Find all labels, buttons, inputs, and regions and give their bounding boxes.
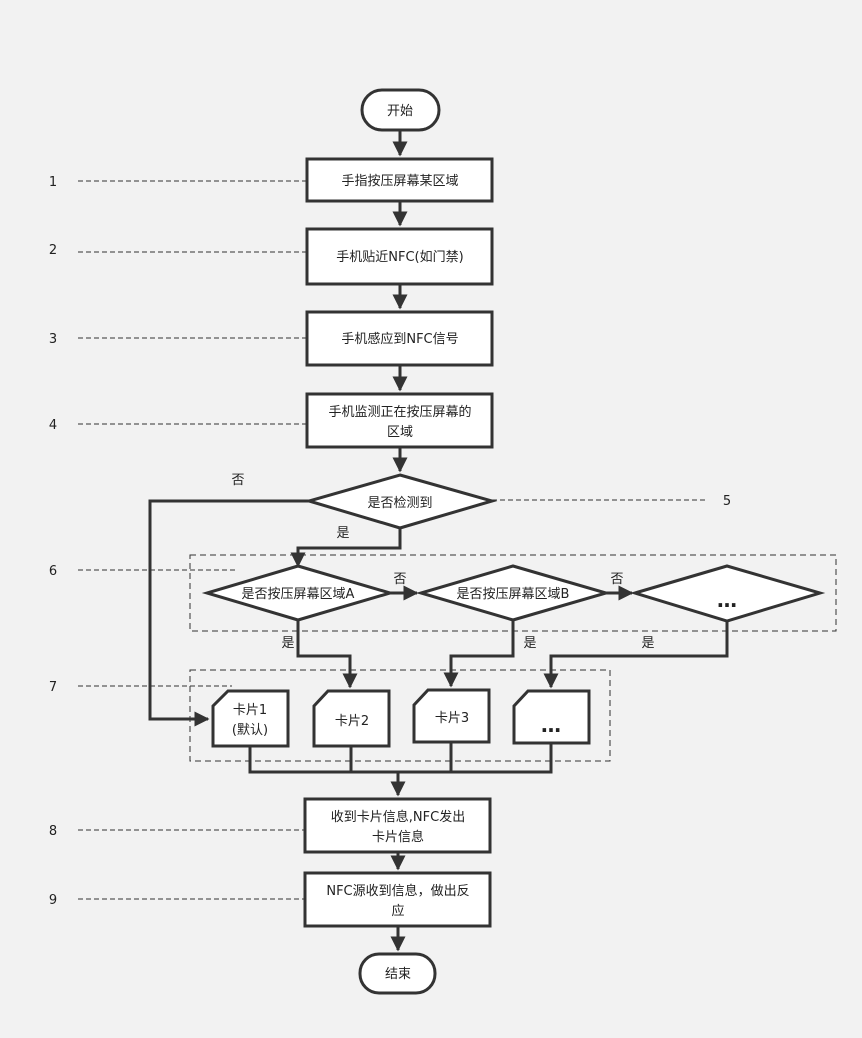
process-step-3 (305, 310, 494, 367)
decision-more-label: … (717, 588, 737, 612)
card-1-label-line1: 卡片1 (233, 703, 267, 718)
decision-area-a (201, 564, 396, 622)
start-label: 开始 (387, 104, 413, 119)
decision-detect (303, 473, 498, 530)
end-label: 结束 (385, 967, 411, 982)
process-step-9 (303, 871, 492, 928)
step-number-6: 6 (49, 564, 57, 579)
card-more-label: … (541, 713, 561, 737)
step-numbers: 1 2 3 4 5 6 7 8 9 (49, 175, 731, 908)
step-4-label-line1: 手机监测正在按压屏幕的 (328, 404, 471, 420)
card-more (512, 689, 591, 745)
step-4-label-line2: 区域 (387, 425, 413, 440)
decision-area-b (415, 564, 612, 622)
branch-label-detect-yes: 是 (336, 526, 349, 541)
step-number-1: 1 (49, 175, 57, 190)
branch-label-a-yes: 是 (281, 636, 294, 651)
step-number-3: 3 (49, 332, 57, 347)
card-1-label-line2: (默认) (232, 722, 268, 738)
process-step-8 (303, 797, 492, 854)
start-terminator (360, 88, 441, 132)
step-8-label-line2: 卡片信息 (372, 829, 424, 845)
branch-label-b-no: 否 (610, 572, 623, 587)
step-number-5: 5 (723, 494, 731, 509)
card-2 (312, 689, 391, 748)
step-number-9: 9 (49, 893, 57, 908)
step-number-2: 2 (49, 243, 57, 258)
step-1-label: 手指按压屏幕某区域 (341, 174, 458, 189)
card-group-frame (189, 669, 611, 762)
step-number-8: 8 (49, 824, 57, 839)
decision-area-a-label: 是否按压屏幕区域A (242, 587, 355, 602)
card-2-label: 卡片2 (335, 714, 369, 729)
flow-connectors (148, 130, 729, 952)
step-9-label-line1: NFC源收到信息，做出反 (326, 883, 469, 899)
branch-label-detect-no: 否 (231, 473, 244, 488)
step-9-label-line2: 应 (391, 903, 404, 919)
process-step-4 (305, 392, 494, 449)
card-1 (211, 689, 290, 748)
decision-area-b-label: 是否按压屏幕区域B (457, 587, 570, 602)
step-number-4: 4 (49, 418, 57, 433)
process-step-1 (305, 157, 494, 203)
branch-label-more-yes: 是 (641, 636, 654, 651)
step-leader-lines (78, 180, 705, 900)
step-3-label: 手机感应到NFC信号 (341, 331, 458, 347)
step-8-label-line1: 收到卡片信息,NFC发出 (331, 809, 465, 825)
card-3-label: 卡片3 (435, 711, 469, 726)
process-step-2 (305, 227, 494, 286)
step-number-7: 7 (49, 680, 57, 695)
branch-label-a-no: 否 (393, 572, 406, 587)
decision-detect-label: 是否检测到 (367, 496, 432, 511)
end-terminator (358, 952, 437, 995)
card-3 (412, 688, 491, 744)
branch-label-b-yes: 是 (523, 636, 536, 651)
decision-more (629, 564, 826, 623)
step-2-label: 手机贴近NFC(如门禁) (336, 249, 463, 265)
